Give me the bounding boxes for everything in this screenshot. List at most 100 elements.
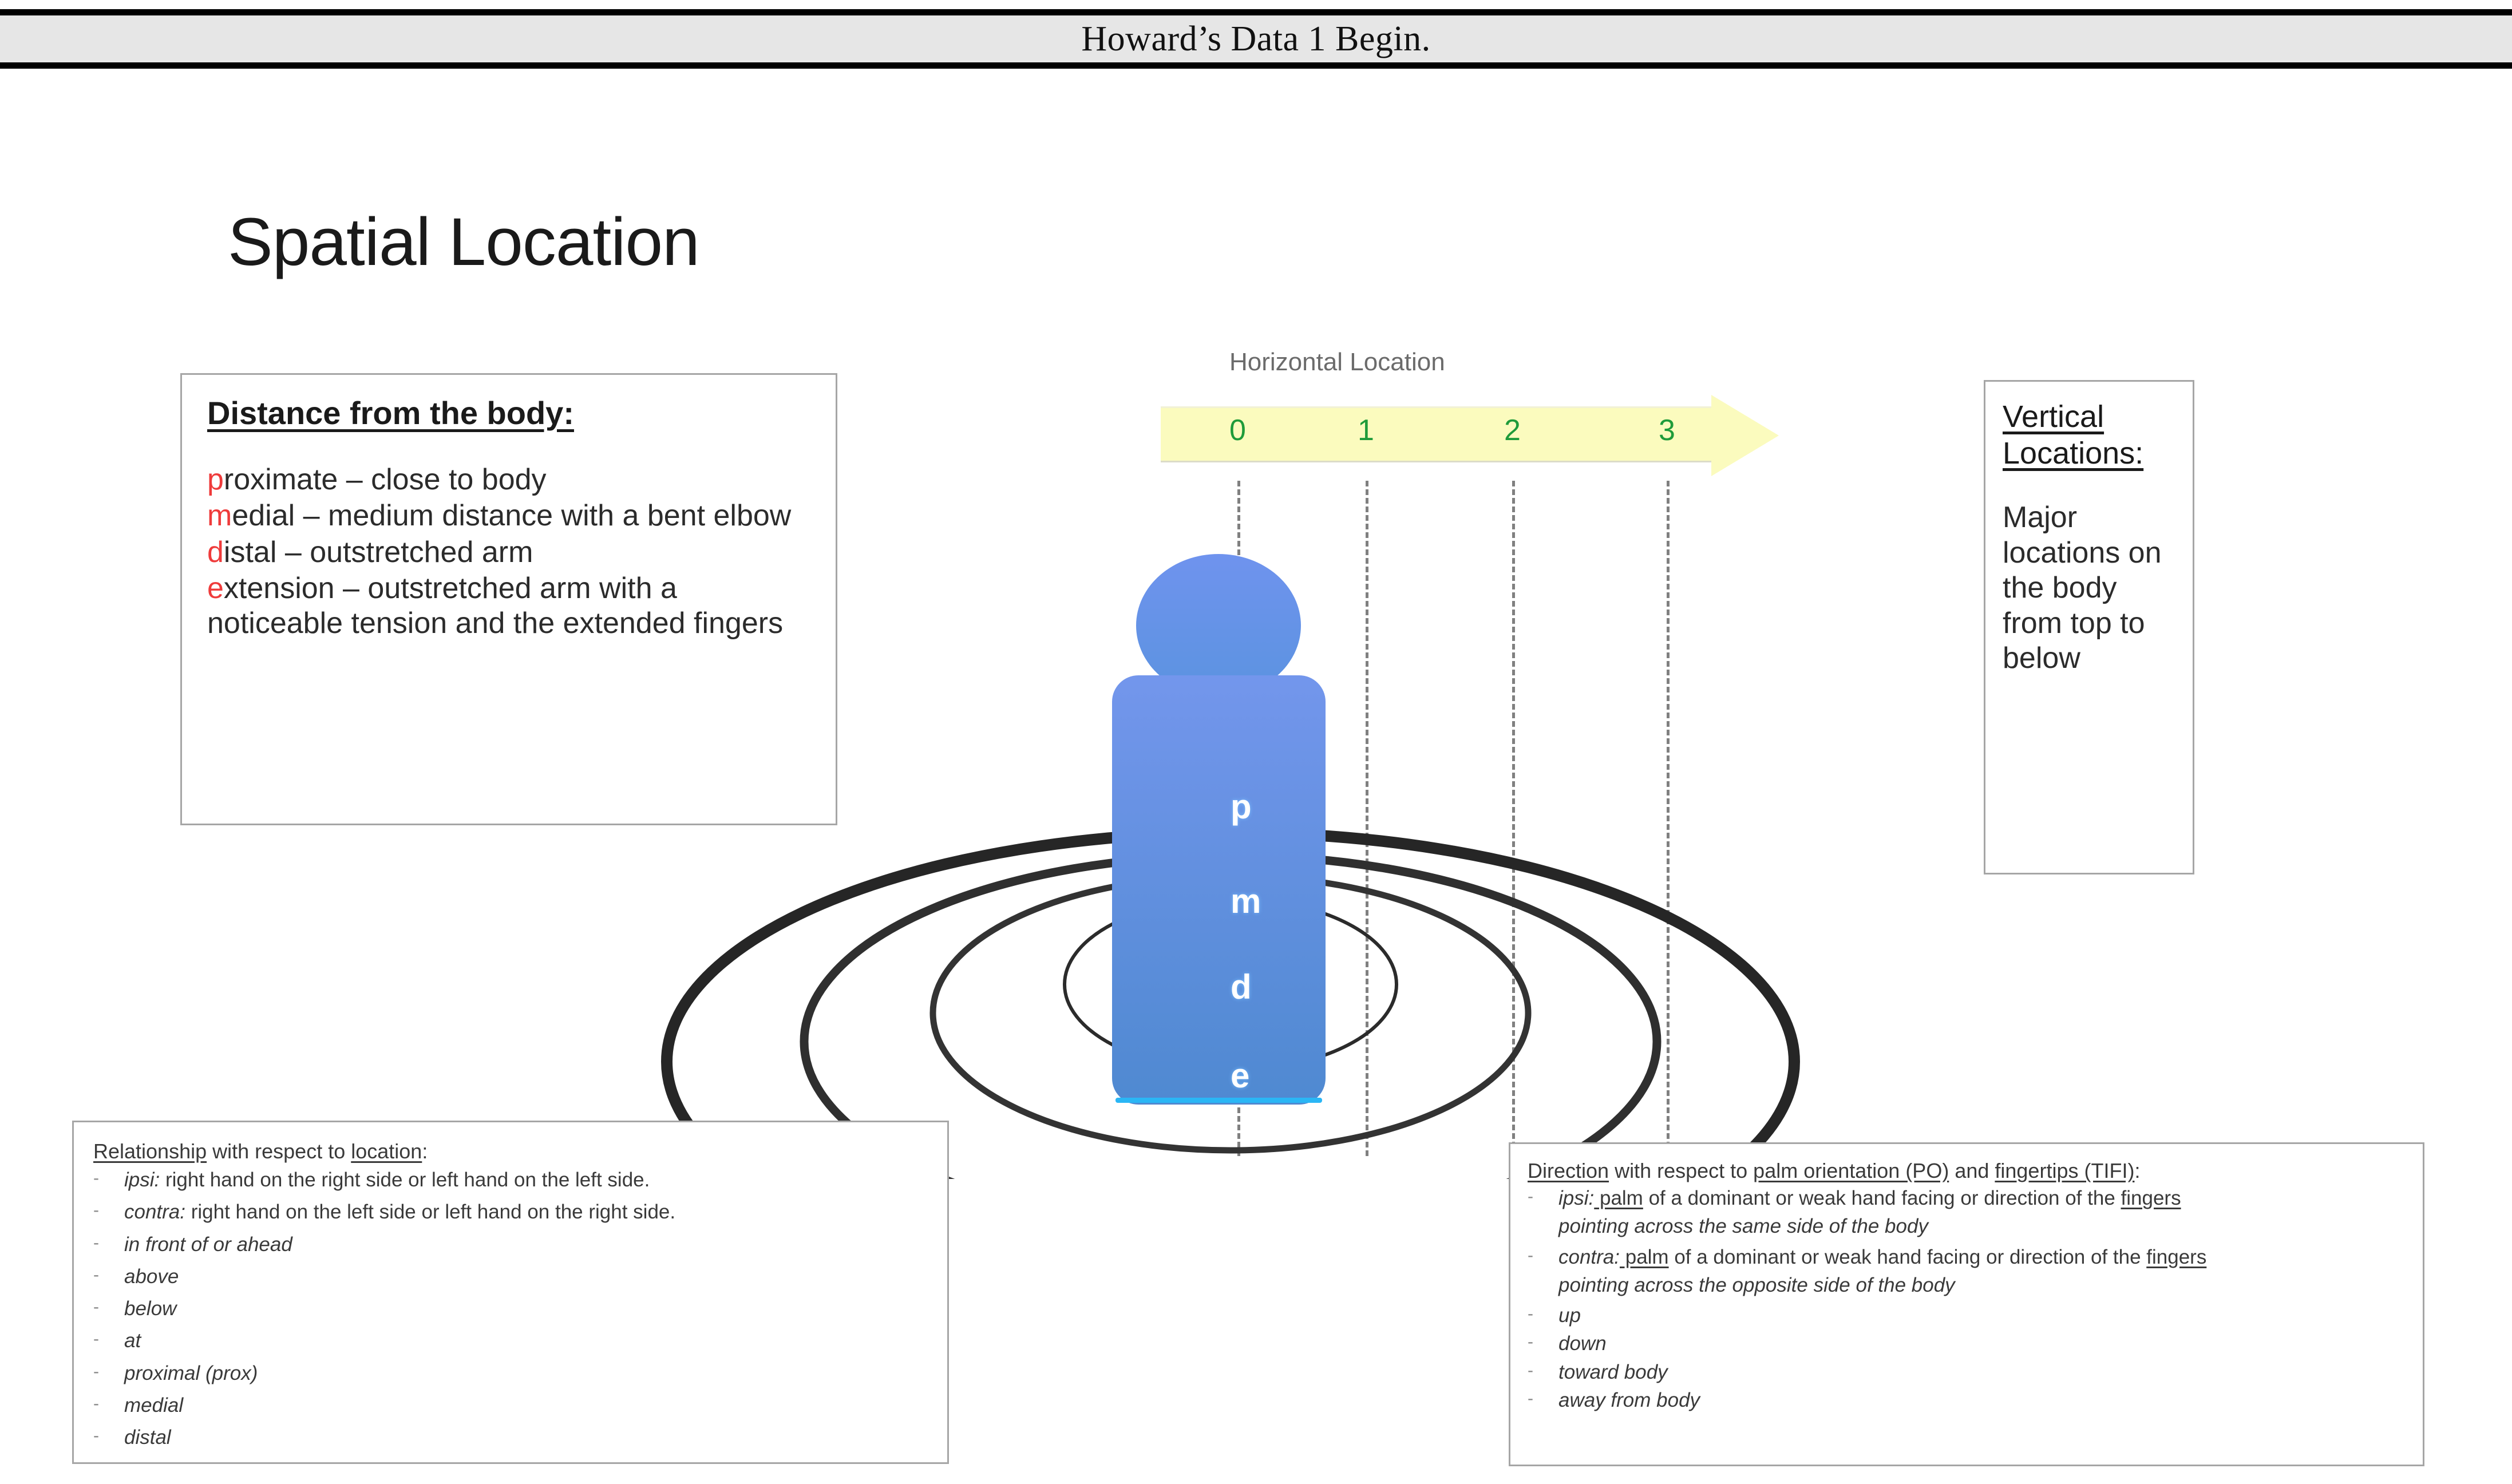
distance-entry: extension – outstretched arm with a noti… [207,571,813,642]
guide-line-3 [1667,481,1670,1156]
direction-item-text: down [1558,1332,1607,1355]
relationship-item-term: proximal (prox) [124,1362,258,1384]
distance-entry-text: xtension – outstretched arm with a notic… [207,572,784,640]
segment-label-p: p [1231,787,1252,826]
direction-box-heading: Direction with respect to palm orientati… [1528,1159,2410,1183]
relationship-item-text: ipsi: right hand on the right side or le… [124,1168,650,1192]
axis-tick-0: 0 [1229,414,1246,447]
direction-heading-text: and [1949,1159,1995,1182]
bullet-dash-icon: - [1528,1304,1533,1324]
bullet-dash-icon: - [93,1329,99,1349]
direction-item-list: - ipsi: palm of a dominant or weak hand f… [1528,1186,2410,1412]
direction-item-continuation: pointing across the opposite side of the… [1558,1273,1955,1296]
relationship-item-text: medial [124,1394,183,1417]
direction-heading-key: Direction [1528,1159,1609,1182]
relationship-heading-key: location [351,1139,422,1163]
direction-item-keyword: palm [1594,1187,1643,1209]
bullet-dash-icon: - [93,1297,99,1317]
relationship-heading-key: Relationship [93,1139,207,1163]
distance-box-heading: Distance from the body: [207,395,574,431]
relationship-item-term: at [124,1329,141,1352]
arrow-head-icon [1711,395,1779,476]
direction-item-term: down [1558,1332,1607,1355]
relationship-item-text: in front of or ahead [124,1233,292,1256]
distance-entry: distal – outstretched arm [207,535,813,570]
figure-torso-base [1115,1098,1322,1103]
distance-entry: medial – medium distance with a bent elb… [207,498,813,533]
relationship-item-text: proximal (prox) [124,1362,258,1385]
bullet-dash-icon: - [93,1394,99,1414]
bullet-dash-icon: - [93,1201,99,1220]
relationship-item: - above [93,1265,936,1288]
relationship-item-text: above [124,1265,179,1288]
distance-entry-text: roximate – close to body [223,463,547,496]
relationship-box: Relationship with respect to location: -… [72,1121,949,1464]
bullet-dash-icon: - [1528,1360,1533,1380]
direction-heading-key: palm orientation (PO) [1753,1159,1949,1182]
relationship-item-list: - ipsi: right hand on the right side or l… [93,1168,936,1450]
direction-item-continuation: pointing across the same side of the bod… [1558,1215,1928,1238]
relationship-item: - at [93,1329,936,1352]
relationship-item-text: below [124,1297,176,1320]
relationship-item: - ipsi: right hand on the right side or l… [93,1168,936,1192]
relationship-item: - below [93,1297,936,1320]
distance-entry: proximate – close to body [207,462,813,497]
relationship-item-term: below [124,1297,177,1320]
direction-item-term: ipsi: [1558,1187,1595,1209]
direction-item-text: away from body [1558,1388,1700,1412]
guide-line-2 [1512,481,1515,1156]
direction-item-text: up [1558,1304,1581,1327]
direction-item: - ipsi: palm of a dominant or weak hand f… [1528,1186,2410,1210]
axis-tick-2: 2 [1504,414,1521,447]
segment-label-d: d [1231,968,1252,1006]
horizontal-location-label: Horizontal Location [1229,348,1445,376]
relationship-item: - medial [93,1394,936,1417]
relationship-item-term: ipsi: [124,1169,160,1191]
relationship-item: - proximal (prox) [93,1362,936,1385]
direction-item: - toward body [1528,1360,2410,1384]
direction-item: - away from body [1528,1388,2410,1412]
relationship-item: - contra: right hand on the left side or … [93,1200,936,1224]
vertical-box-heading-line-1: Vertical [2003,399,2104,434]
direction-item-text: toward body [1558,1360,1668,1384]
relationship-item-definition: right hand on the right side or left han… [160,1169,650,1191]
distance-entry-initial: p [207,463,224,496]
bullet-dash-icon: - [93,1362,99,1381]
distance-entry-initial: m [207,499,232,533]
relationship-heading-text: : [422,1139,428,1163]
bullet-dash-icon: - [1528,1332,1533,1352]
relationship-item-term: medial [124,1394,184,1417]
guide-line-1 [1366,481,1368,1156]
direction-item-term: away from body [1558,1389,1700,1412]
relationship-item-term: above [124,1265,179,1288]
segment-label-e: e [1231,1056,1250,1095]
bullet-dash-icon: - [93,1169,99,1188]
relationship-box-heading: Relationship with respect to location: [93,1139,936,1164]
figure-torso [1112,675,1326,1105]
bullet-dash-icon: - [1528,1187,1533,1206]
relationship-item: - in front of or ahead [93,1233,936,1256]
relationship-item-term: contra: [124,1201,185,1224]
direction-item-keyword: fingers [2146,1245,2207,1268]
direction-item-text: ipsi: palm of a dominant or weak hand fa… [1558,1186,2181,1210]
distance-entry-text: edial – medium distance with a bent elbo… [232,499,792,533]
direction-heading-text: : [2134,1159,2141,1182]
relationship-item-text: contra: right hand on the left side or l… [124,1200,675,1224]
bullet-dash-icon: - [93,1265,99,1284]
bullet-dash-icon: - [93,1233,99,1252]
axis-tick-3: 3 [1659,414,1675,447]
relationship-item-term: in front of or ahead [124,1233,292,1256]
direction-item-keyword: palm [1620,1245,1669,1268]
relationship-item-text: distal [124,1426,171,1449]
direction-item: -contra: palm of a dominant or weak hand… [1528,1245,2410,1269]
header-banner: Howard’s Data 1 Begin. [0,9,2512,69]
bullet-dash-icon: - [93,1426,99,1446]
header-title: Howard’s Data 1 Begin. [1081,19,1431,58]
bullet-dash-icon: - [1528,1245,1533,1265]
relationship-item-definition: right hand on the left side or left hand… [185,1201,676,1224]
relationship-item: - distal [93,1426,936,1449]
bullet-dash-icon: - [1528,1389,1533,1408]
